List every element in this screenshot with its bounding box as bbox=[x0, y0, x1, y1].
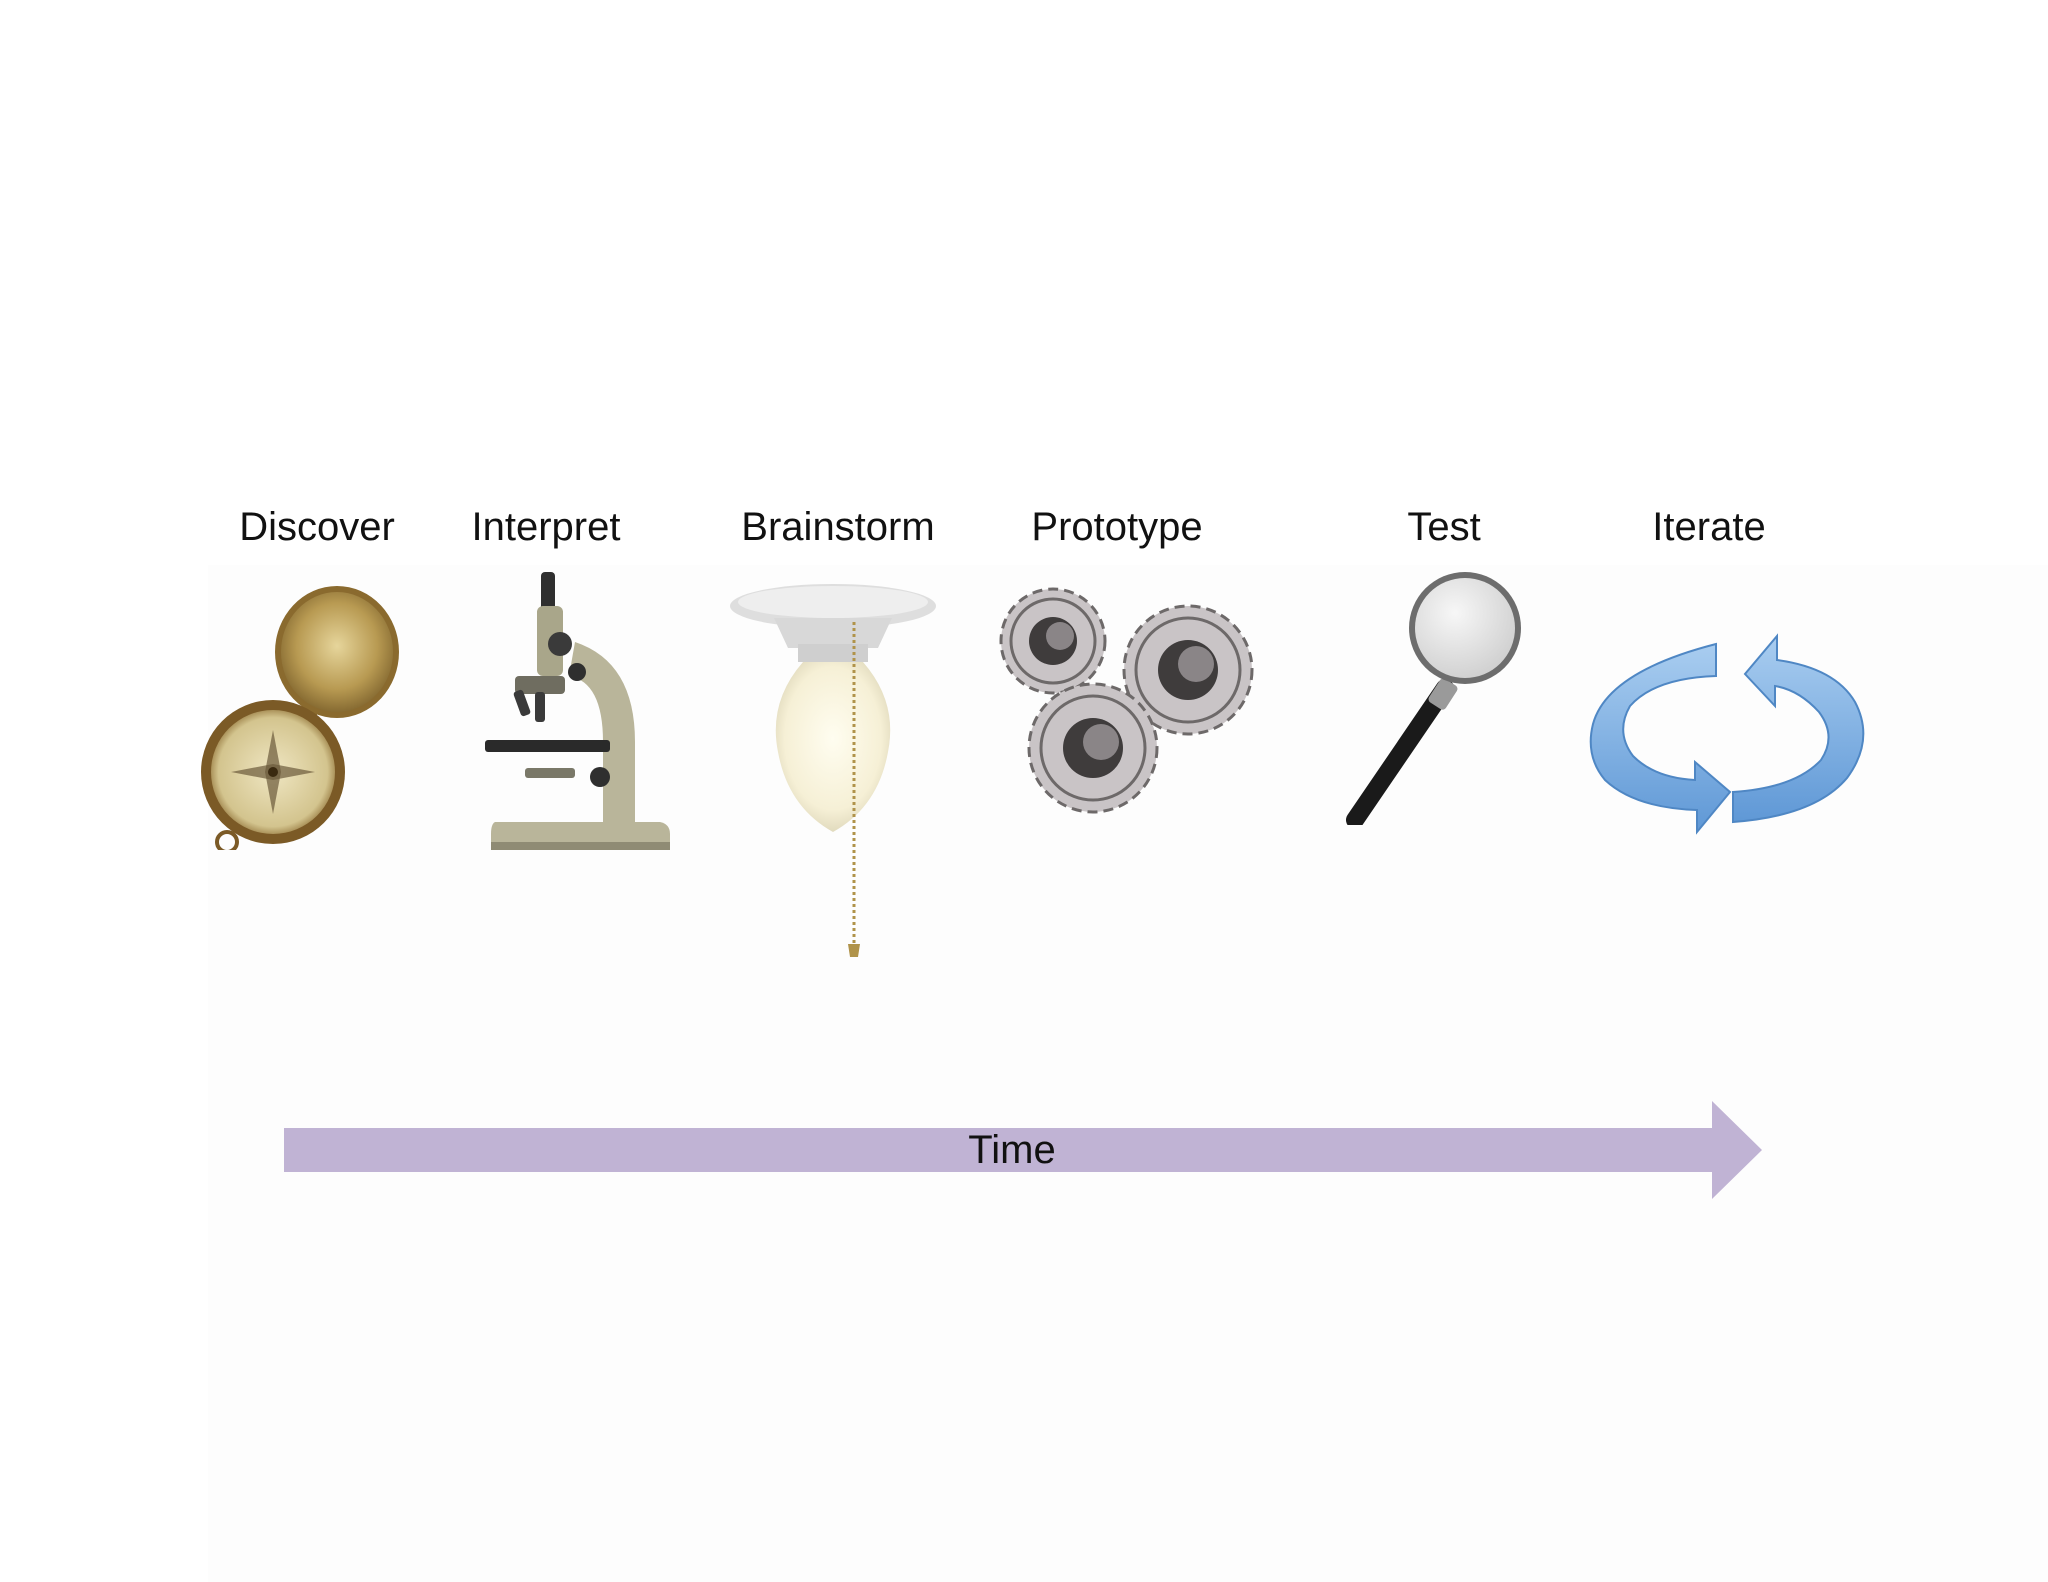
stage-label-interpret: Interpret bbox=[471, 505, 621, 549]
cycle-arrows-icon bbox=[1589, 633, 1865, 835]
microscope-icon bbox=[485, 572, 670, 850]
stage-label-discover: Discover bbox=[239, 505, 395, 549]
magnifying-glass-icon bbox=[1346, 572, 1521, 825]
compass-icon bbox=[201, 586, 399, 850]
time-label: Time bbox=[968, 1128, 1056, 1172]
stage-label-brainstorm: Brainstorm bbox=[741, 505, 935, 549]
time-arrow bbox=[284, 1101, 1762, 1199]
gears-icon bbox=[999, 587, 1254, 814]
light-bulb-icon bbox=[730, 584, 936, 957]
stage-label-iterate: Iterate bbox=[1652, 505, 1766, 549]
stage-label-test: Test bbox=[1407, 505, 1481, 549]
stage-label-prototype: Prototype bbox=[1031, 505, 1203, 549]
